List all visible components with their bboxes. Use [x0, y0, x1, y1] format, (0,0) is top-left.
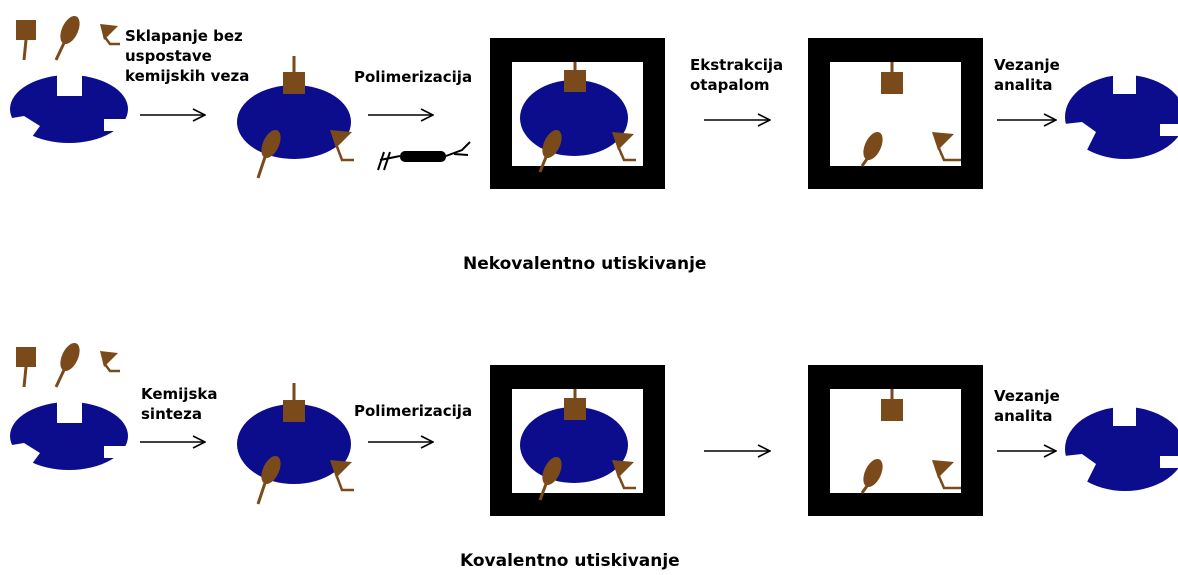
oval-template-icon [54, 342, 80, 388]
step-label-analyte-binding: Vezanje analita [994, 56, 1060, 94]
step-label-extraction: Ekstrakcija otapalom [690, 56, 784, 94]
step-label-polymerization: Polimerizacija [354, 402, 473, 420]
square-template-icon [16, 20, 36, 61]
template-molecules-row1 [16, 15, 120, 61]
imprinted-polymer-icon [6, 74, 134, 145]
polymer-block-with-template-icon [490, 365, 665, 516]
analyte-binding-polymer-icon [1064, 74, 1178, 160]
template-molecules-row2 [16, 342, 120, 388]
step-label-polymerization: Polimerizacija [354, 68, 473, 86]
extracted-polymer-block-icon [808, 38, 983, 189]
square-template-icon [16, 347, 36, 388]
row-title-noncovalent: Nekovalentno utiskivanje [463, 254, 707, 274]
analyte-binding-polymer-icon [1064, 406, 1178, 492]
row-title-covalent: Kovalentno utiskivanje [460, 551, 680, 571]
polymer-template-complex-icon [237, 56, 354, 179]
polymer-template-complex-icon [237, 383, 354, 505]
crosslinker-monomer-icon [377, 141, 471, 171]
step-label-synthesis: Kemijska sinteza [141, 385, 218, 423]
step-label-analyte-binding: Vezanje analita [994, 387, 1060, 425]
step-label-assembly: Sklapanje bez uspostave kemijskih veza [125, 27, 250, 85]
triangle-template-icon [100, 24, 120, 46]
triangle-template-icon [100, 351, 120, 373]
polymer-block-with-template-icon [490, 38, 665, 189]
extracted-polymer-block-icon [808, 365, 983, 516]
oval-template-icon [54, 15, 80, 61]
imprinted-polymer-icon [6, 401, 134, 472]
